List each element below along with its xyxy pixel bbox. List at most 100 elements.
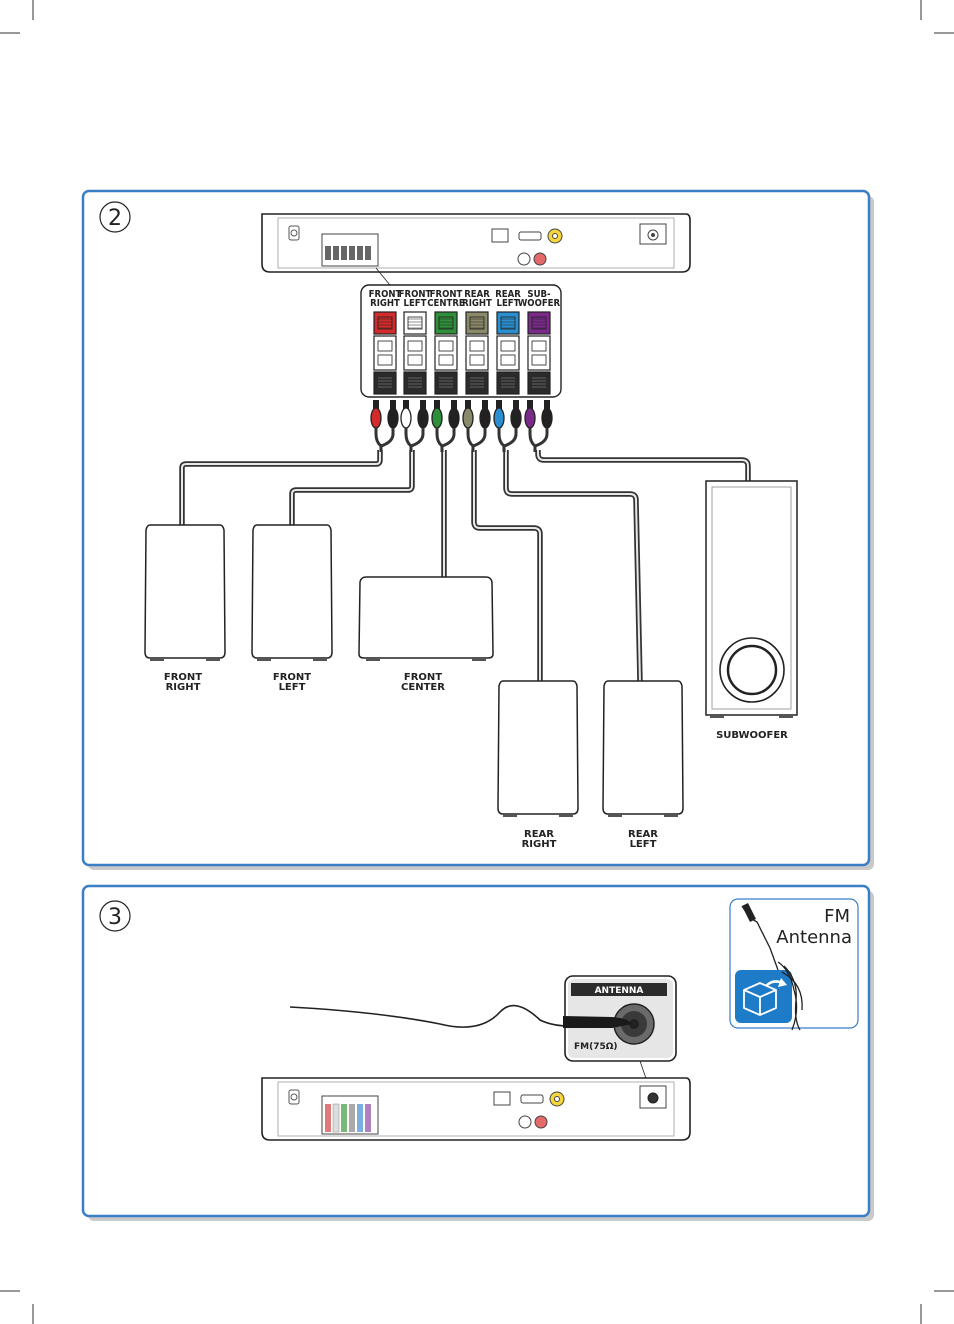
rca-plug-black-tip [451,400,457,410]
jack-terminal-black [465,371,489,395]
audio-in-right-jack [533,252,547,266]
jack-label-line2: WOOFER [518,298,561,309]
jack-terminal-black [496,371,520,395]
audio-in-left-jack [518,1115,532,1129]
speaker-label: SUBWOOFER [716,730,788,741]
speaker-label-line2: LEFT [630,839,657,850]
rca-plug-black-tip [390,400,396,410]
rca-plug-black-tip [482,400,488,410]
rca-plug-color [462,407,474,429]
antenna-socket-enlarged: ANTENNA FM(75Ω) [563,975,677,1062]
rca-plug-color-tip [496,400,502,410]
jack-terminal-color [403,311,427,335]
rca-plug-black-tip [420,400,426,410]
jack-terminal-black [527,371,551,395]
rca-plug-color-tip [527,400,533,410]
rca-plug-color-tip [403,400,409,410]
cable-merge [404,433,413,452]
speaker-cables-inner [181,450,749,683]
rca-plug-color-tip [465,400,471,410]
audio-in-left-jack [517,252,531,266]
antenna-connection-panel: 3 FM Antenna ANTENNA [81,884,874,1221]
jack-terminal-black [403,371,427,395]
rca-plug-black [479,407,491,429]
antenna-panel-header [571,983,667,996]
cable-merge [435,433,444,452]
antenna-panel-title: ANTENNA [595,986,644,996]
jack-label-line1: REAR [495,289,521,300]
speaker-front-left: FRONT LEFT [251,524,333,693]
antenna-plug [563,1016,632,1028]
rca-plugs [370,400,553,452]
jack-label-line2: LEFT [497,298,520,309]
jack-label-line2: RIGHT [462,298,492,309]
cable-merge [497,433,506,452]
speaker-label-line2: RIGHT [166,682,201,693]
speaker-subwoofer: SUBWOOFER [705,480,798,741]
jack-label-line2: LEFT [404,298,427,309]
audio-in-right-jack [534,1115,548,1129]
speaker-label-line1: REAR [628,829,658,840]
cable-merge [466,433,475,452]
jack-label-line1: FRONT [430,289,463,300]
jack-label-line1: FRONT [369,289,402,300]
speaker-label-line1: FRONT [273,672,311,683]
speaker-front-center: FRONT CENTER [358,576,494,693]
jack-terminal-color [373,311,397,335]
fm-antenna-accessory: FM Antenna [729,898,859,1031]
rca-plug-color-tip [373,400,379,410]
hdmi-port [518,231,542,241]
rca-plug-color [524,407,536,429]
rca-plug-black [448,407,460,429]
jack-label-line1: FRONT [399,289,432,300]
cable-merge [528,433,537,452]
rca-plug-color [400,407,412,429]
jack-terminal-black [434,371,458,395]
home-theater-unit-antenna [261,1077,691,1141]
rca-plug-color [370,407,382,429]
jack-terminal-black [373,371,397,395]
speaker-rear-left: REAR LEFT [602,680,684,850]
step-number-badge [99,201,131,233]
power-socket-icon [288,225,300,241]
speaker-label-line1: FRONT [164,672,202,683]
jack-terminal-color [465,311,489,335]
speaker-jack-panel-enlarged: FRONTRIGHTFRONTLEFTFRONTCENTREREARRIGHTR… [360,284,562,398]
rca-plug-color [493,407,505,429]
fm-socket-label: FM(75Ω) [574,1042,618,1052]
jack-label-line2: RIGHT [370,298,400,309]
power-socket-icon [288,1089,300,1105]
lan-port [491,228,509,243]
jack-terminal-color [496,311,520,335]
jack-terminal-color [434,311,458,335]
lan-port [493,1091,511,1106]
speaker-label-line2: CENTER [401,682,445,693]
step-number: 2 [108,206,122,231]
rca-plug-black [417,407,429,429]
rca-plug-black-tip [544,400,550,410]
speaker-front-right: FRONT RIGHT [144,524,226,693]
speaker-label-line1: FRONT [404,672,442,683]
hdmi-port [520,1094,544,1104]
jack-terminal-color [527,311,551,335]
jack-label-line2: CENTRE [427,298,465,309]
rca-plug-color-tip [434,400,440,410]
step-number: 3 [108,905,122,930]
speaker-label-line2: LEFT [279,682,306,693]
speaker-label-line2: RIGHT [522,839,557,850]
rca-plug-black [510,407,522,429]
speaker-rear-right: REAR RIGHT [497,680,579,850]
step-number-badge [99,900,131,932]
jack-label-line1: REAR [464,289,490,300]
antenna-wire [289,1004,601,1028]
fm-antenna-label-line1: FM [824,906,850,927]
fm-antenna-label-line2: Antenna [776,927,852,948]
cable-merge [374,433,383,452]
rca-plug-color [431,407,443,429]
rca-plug-black-tip [513,400,519,410]
jack-label-line1: SUB- [527,289,551,300]
rca-plug-black [387,407,399,429]
